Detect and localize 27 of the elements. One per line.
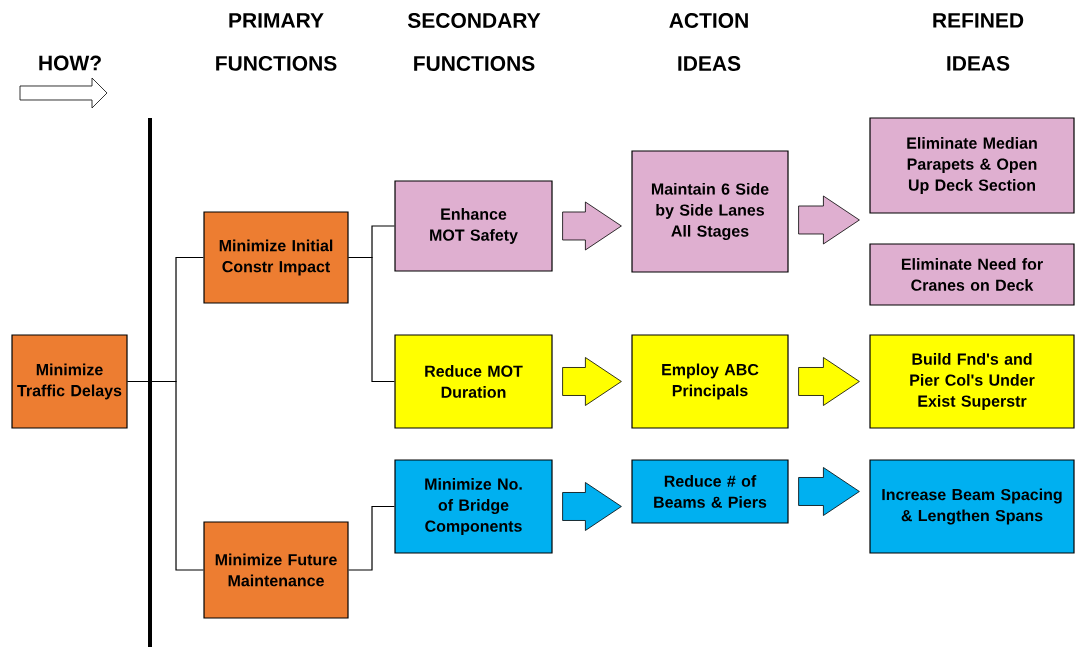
block-arrow bbox=[562, 357, 622, 406]
block-arrow bbox=[562, 201, 622, 251]
column-heading: ACTION IDEAS bbox=[669, 13, 748, 71]
function-box: Eliminate Median Parapets & Open Up Deck Section bbox=[869, 117, 1075, 214]
function-box: Minimize Future Maintenance bbox=[203, 521, 349, 619]
connector-line bbox=[127, 380, 204, 571]
function-box: Maintain 6 Side by Side Lanes All Stages bbox=[631, 150, 789, 273]
column-heading: HOW? bbox=[39, 55, 101, 71]
column-heading: SECONDARY FUNCTIONS bbox=[407, 13, 541, 71]
function-box: Employ ABC Principals bbox=[631, 334, 789, 429]
function-box: Reduce # of Beams & Piers bbox=[631, 459, 789, 524]
block-arrow bbox=[562, 482, 622, 531]
block-arrow bbox=[798, 467, 860, 516]
connector-line bbox=[348, 505, 395, 571]
function-box: Minimize Initial Constr Impact bbox=[203, 211, 349, 304]
connector-line bbox=[348, 256, 395, 383]
function-box: Reduce MOT Duration bbox=[394, 334, 553, 429]
function-box: Minimize No. of Bridge Components bbox=[394, 459, 553, 554]
function-box: Increase Beam Spacing & Lengthen Spans bbox=[869, 459, 1075, 554]
column-heading: PRIMARY FUNCTIONS bbox=[216, 13, 337, 71]
function-box: Eliminate Need for Cranes on Deck bbox=[869, 243, 1075, 306]
block-arrow bbox=[798, 195, 860, 245]
function-box: Enhance MOT Safety bbox=[394, 180, 553, 272]
block-arrow bbox=[798, 357, 860, 406]
function-box: Build Fnd's and Pier Col's Under Exist Superstr bbox=[869, 334, 1075, 429]
column-heading: REFINED IDEAS bbox=[933, 13, 1024, 71]
function-box: Minimize Traffic Delays bbox=[11, 334, 128, 429]
